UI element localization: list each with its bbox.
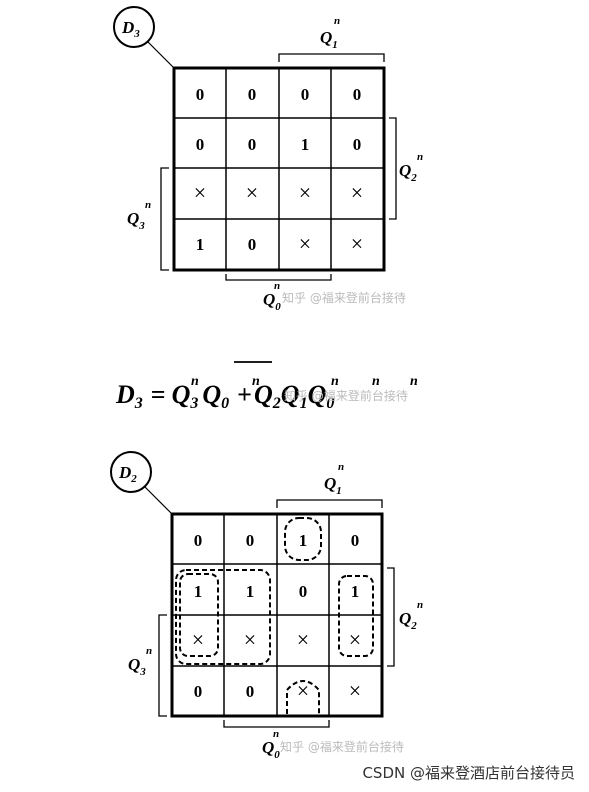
kmap2-cells: 0 0 1 0 1 1 0 1 × × × × 0 0 × × (192, 531, 361, 703)
footer-credit: CSDN @福来登酒店前台接待员 (362, 764, 575, 782)
kmap2-groups (175, 517, 374, 714)
kmap1-cell: × (351, 180, 363, 205)
kmap2-q3-sup: n (146, 645, 152, 657)
group-cols12 (175, 569, 271, 665)
kmap1-cell: 0 (196, 85, 205, 104)
kmap1-cell: 1 (196, 235, 205, 254)
kmap1-q1-bracket (278, 53, 385, 62)
kmap1-gridlines (174, 68, 384, 270)
kmap2-cell: 1 (246, 582, 255, 601)
kmap1-cell: 1 (301, 135, 310, 154)
kmap2-q3-bracket (158, 614, 167, 717)
kmap2-gridlines (172, 514, 382, 716)
kmap-d3: D3 0 0 0 0 0 0 1 0 × × × × 1 0 (113, 6, 423, 313)
kmap1-cell: 0 (248, 235, 257, 254)
kmap1-q1-label: Q1 (320, 28, 338, 51)
kmap2-cell: 1 (299, 531, 308, 550)
kmap2-q0-sup: n (273, 728, 279, 740)
kmap1-cells: 0 0 0 0 0 0 1 0 × × × × 1 0 × × (194, 85, 363, 256)
watermark-map1: 知乎 @福来登前台接待 (282, 290, 406, 305)
kmap2-cell: 0 (299, 582, 308, 601)
kmap1-q3-label: Q3 (127, 209, 145, 232)
group-col4 (338, 575, 374, 657)
kmap1-q1-sup: n (334, 15, 340, 27)
kmap2-cell: 0 (194, 682, 203, 701)
d3-leader-line (147, 41, 175, 69)
kmap2-q2-bracket (387, 567, 395, 667)
d3-circle-label: D3 (121, 18, 140, 40)
d2-circle-label: D2 (118, 463, 137, 485)
watermark-equation: 知乎 @福来登前台接待 (284, 388, 408, 403)
kmap2-cell: 1 (351, 582, 360, 601)
watermark-map2: 知乎 @福来登前台接待 (280, 739, 404, 754)
kmap2-q2-sup: n (417, 599, 423, 611)
kmap1-cell: × (351, 231, 363, 256)
kmap2-cell: × (297, 627, 309, 652)
kmap1-cell: 0 (353, 85, 362, 104)
kmap1-cell: 0 (301, 85, 310, 104)
kmap2-cell: × (192, 627, 204, 652)
kmap1-cell: × (246, 180, 258, 205)
kmap2-cell: 0 (351, 531, 360, 550)
svg-text:n: n (410, 374, 418, 389)
d2-circle (110, 451, 152, 493)
kmap-d2: D2 0 0 1 0 1 1 0 1 × × × × 0 0 × × (110, 451, 423, 761)
kmap1-q0-label: Q0 (263, 290, 281, 313)
kmap1-q2-bracket (389, 117, 397, 220)
kmap1-q3-bracket (160, 167, 169, 271)
svg-text:n: n (331, 374, 339, 389)
kmap1-cell: 0 (353, 135, 362, 154)
kmap2-cell: × (349, 627, 361, 652)
d3-circle (113, 6, 155, 48)
kmap1-q0-sup: n (274, 280, 280, 292)
kmap1-q0-bracket (225, 274, 332, 281)
kmap1-cell: 0 (248, 85, 257, 104)
svg-text:n: n (372, 374, 380, 389)
kmap2-q0-bracket (223, 720, 330, 728)
svg-text:n: n (191, 374, 199, 389)
kmap2-cell: × (244, 627, 256, 652)
kmap2-cell: × (349, 678, 361, 703)
kmap1-cell: 0 (248, 135, 257, 154)
kmap1-q2-sup: n (417, 151, 423, 163)
group-bottom-x (286, 680, 320, 714)
kmap2-cell: 0 (246, 682, 255, 701)
kmap2-q1-sup: n (338, 461, 344, 473)
kmap1-cell: × (299, 180, 311, 205)
kmap2-q2-label: Q2 (399, 609, 417, 632)
kmap2-cell: × (297, 678, 309, 703)
kmap1-q2-label: Q2 (399, 161, 417, 184)
kmap2-cell: 1 (194, 582, 203, 601)
kmap1-cell: × (194, 180, 206, 205)
kmap2-q3-label: Q3 (128, 655, 146, 678)
kmap2-q1-bracket (276, 499, 383, 508)
kmap2-q1-label: Q1 (324, 474, 342, 497)
group-col1 (179, 573, 219, 657)
kmap1-cell: × (299, 231, 311, 256)
equation-superscripts: n n n n n (191, 374, 418, 389)
kmap1-cell: 0 (196, 135, 205, 154)
kmap2-cell: 0 (246, 531, 255, 550)
d2-leader-line (144, 486, 173, 515)
svg-text:n: n (252, 374, 260, 389)
group-top-1 (284, 517, 322, 561)
kmap1-q3-sup: n (145, 199, 151, 211)
kmap2-cell: 0 (194, 531, 203, 550)
kmap2-q0-label: Q0 (262, 738, 280, 761)
